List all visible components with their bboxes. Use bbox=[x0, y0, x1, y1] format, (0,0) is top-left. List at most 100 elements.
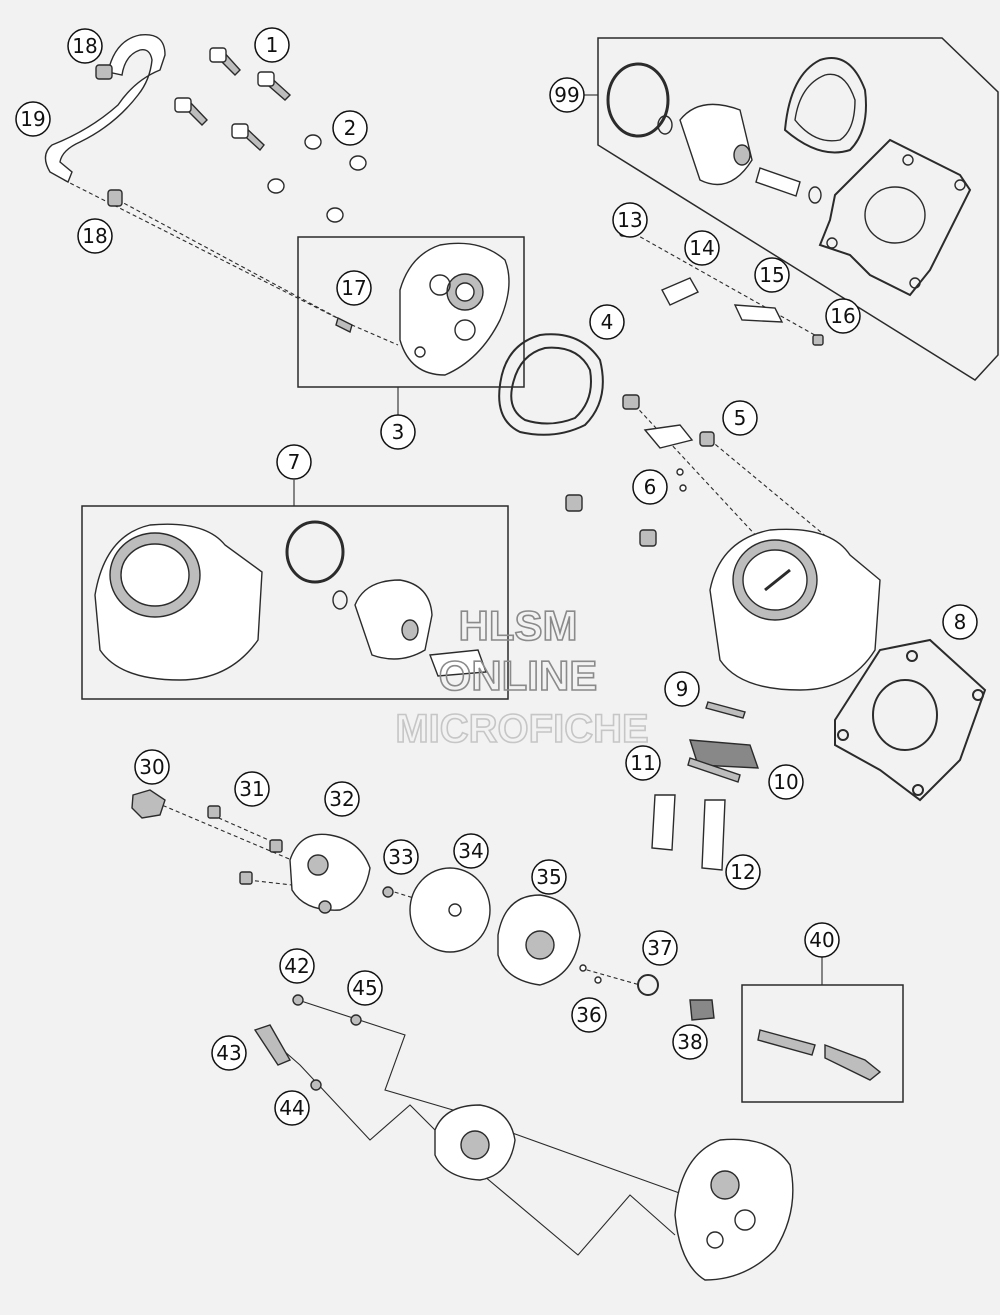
callout: 40 bbox=[804, 922, 840, 958]
svg-text:31: 31 bbox=[239, 777, 264, 801]
callout: 2 bbox=[332, 110, 368, 146]
cylinder bbox=[709, 528, 881, 691]
callout: 7 bbox=[276, 444, 312, 480]
kit-7-parts bbox=[94, 520, 487, 681]
watermark-line-3: MICROFICHE bbox=[395, 707, 648, 751]
svg-text:13: 13 bbox=[617, 208, 642, 232]
kit-box-7 bbox=[81, 505, 509, 700]
svg-text:3: 3 bbox=[392, 420, 405, 444]
svg-text:38: 38 bbox=[677, 1030, 702, 1054]
head-gasket-4 bbox=[498, 333, 604, 436]
kit-box-40 bbox=[741, 984, 904, 1103]
base-gasket-8 bbox=[834, 638, 987, 802]
callout: 8 bbox=[942, 604, 978, 640]
spring bbox=[689, 999, 715, 1021]
pump-cover bbox=[289, 833, 371, 911]
callout: 16 bbox=[825, 298, 861, 334]
svg-text:30: 30 bbox=[139, 755, 164, 779]
svg-text:40: 40 bbox=[809, 928, 834, 952]
callout: 43 bbox=[211, 1035, 247, 1071]
svg-text:9: 9 bbox=[676, 677, 689, 701]
callout: 38 bbox=[672, 1024, 708, 1060]
coolant-hose bbox=[44, 33, 166, 183]
callout: 35 bbox=[531, 859, 567, 895]
callout: 1 bbox=[254, 27, 290, 63]
svg-text:17: 17 bbox=[341, 276, 366, 300]
callout: 99 bbox=[549, 77, 585, 113]
base-gasket bbox=[818, 138, 972, 297]
callout: 10 bbox=[768, 764, 804, 800]
piston-ring bbox=[606, 62, 670, 138]
callout: 32 bbox=[324, 781, 360, 817]
svg-text:12: 12 bbox=[730, 860, 755, 884]
exhaust-bolt-parts bbox=[565, 394, 715, 547]
piston bbox=[679, 103, 753, 186]
watermark-line-2: ONLINE bbox=[439, 652, 598, 699]
watermark: HLSM ONLINE MICROFICHE bbox=[395, 601, 650, 752]
kit-box-99 bbox=[597, 37, 999, 381]
callout: 44 bbox=[274, 1090, 310, 1126]
bearing-parts bbox=[651, 701, 760, 871]
kit-40-parts bbox=[757, 1029, 882, 1081]
watermark-line-1: HLSM bbox=[459, 602, 578, 649]
svg-text:18: 18 bbox=[82, 224, 107, 248]
washer-set-2 bbox=[267, 134, 367, 223]
cylinder-head bbox=[335, 242, 510, 376]
callout: 12 bbox=[725, 854, 761, 890]
svg-text:2: 2 bbox=[344, 116, 357, 140]
svg-text:34: 34 bbox=[458, 839, 483, 863]
bracket-parts bbox=[619, 224, 824, 346]
svg-text:14: 14 bbox=[689, 236, 714, 260]
svg-text:37: 37 bbox=[647, 936, 672, 960]
callout: 19 bbox=[15, 101, 51, 137]
svg-text:18: 18 bbox=[72, 34, 97, 58]
coolant-hose-parts bbox=[44, 33, 367, 223]
callout: 11 bbox=[625, 745, 661, 781]
callout: 31 bbox=[234, 771, 270, 807]
callout: 3 bbox=[380, 414, 416, 450]
piston-pin bbox=[755, 167, 801, 197]
svg-text:7: 7 bbox=[288, 450, 301, 474]
svg-text:42: 42 bbox=[284, 954, 309, 978]
callout: 37 bbox=[642, 930, 678, 966]
svg-text:99: 99 bbox=[554, 83, 579, 107]
bolt-set-1 bbox=[174, 47, 292, 152]
callout: 36 bbox=[571, 997, 607, 1033]
svg-text:33: 33 bbox=[388, 845, 413, 869]
svg-text:1: 1 bbox=[266, 33, 279, 57]
callout: 30 bbox=[134, 749, 170, 785]
svg-text:19: 19 bbox=[20, 107, 45, 131]
head-gasket bbox=[783, 57, 867, 154]
svg-text:43: 43 bbox=[216, 1041, 241, 1065]
callout: 18 bbox=[77, 218, 113, 254]
cylinder-head-assembled bbox=[674, 1138, 794, 1281]
svg-text:4: 4 bbox=[601, 310, 614, 334]
svg-text:36: 36 bbox=[576, 1003, 601, 1027]
callout: 13 bbox=[612, 202, 648, 238]
callout: 18 bbox=[67, 28, 103, 64]
callout: 6 bbox=[632, 469, 668, 505]
svg-text:5: 5 bbox=[734, 406, 747, 430]
callout: 9 bbox=[664, 671, 700, 707]
kit-99-parts bbox=[606, 57, 972, 297]
svg-text:8: 8 bbox=[954, 610, 967, 634]
pump-internal-parts bbox=[382, 867, 715, 1021]
svg-text:11: 11 bbox=[630, 751, 655, 775]
bottom-assembly-parts bbox=[253, 994, 794, 1281]
svg-text:15: 15 bbox=[759, 263, 784, 287]
svg-text:35: 35 bbox=[536, 865, 561, 889]
callout: 15 bbox=[754, 257, 790, 293]
callout: 5 bbox=[722, 400, 758, 436]
svg-text:6: 6 bbox=[644, 475, 657, 499]
callout: 14 bbox=[684, 230, 720, 266]
diaphragm bbox=[409, 867, 491, 953]
svg-text:16: 16 bbox=[830, 304, 855, 328]
callout-layer: 1 2 3 4 5 6 7 8 9 10 11 12 13 14 15 16 1… bbox=[15, 27, 978, 1126]
svg-text:44: 44 bbox=[279, 1096, 304, 1120]
kit-box-3 bbox=[297, 236, 525, 388]
piston-kit bbox=[354, 579, 433, 660]
callout: 17 bbox=[336, 270, 372, 306]
callout: 45 bbox=[347, 970, 383, 1006]
callout: 42 bbox=[279, 948, 315, 984]
